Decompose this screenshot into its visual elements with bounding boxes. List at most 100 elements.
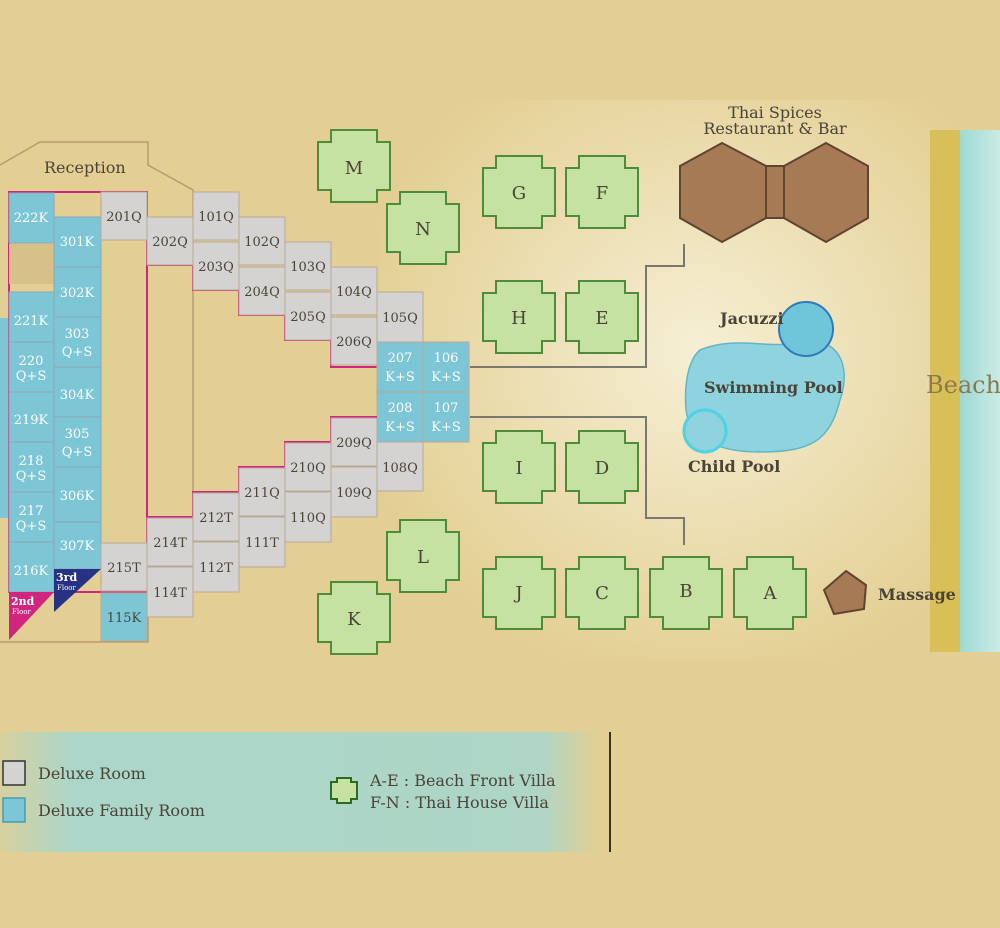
room-203Q[interactable] [192,241,240,291]
villa-H[interactable] [482,280,556,354]
room-101Q[interactable] [192,191,240,241]
room-208[interactable] [376,391,424,443]
room-114T[interactable] [146,566,194,618]
villa-N[interactable] [386,191,460,265]
room-105Q-label: 105Q [382,311,417,326]
path-to-beach-villas [470,416,685,545]
floor-3-marker [54,569,101,612]
room-201Q-label: 201Q [106,210,141,225]
room-204Q[interactable] [238,266,286,316]
restaurant-subtitle: Restaurant & Bar [703,119,847,138]
room-306K-label: 306K [60,489,95,504]
room-214T-label: 214T [153,536,187,551]
massage-sala[interactable] [822,569,868,616]
room-203Q-label: 203Q [198,260,233,275]
room-102Q[interactable] [238,216,286,266]
room-106[interactable] [422,341,470,393]
room-201Q[interactable] [100,191,148,241]
room-104Q[interactable] [330,266,378,316]
room-204Q-label: 204Q [244,285,279,300]
swimming-pool-label: Swimming Pool [704,378,843,397]
room-109Q[interactable] [330,466,378,518]
beach-label: Beach [926,371,1000,399]
room-303-type: Q+S [62,345,92,360]
room-202Q-label: 202Q [152,235,187,250]
villa-B-label: B [679,581,692,602]
restaurant-name: Thai Spices [728,103,822,122]
room-218-type: Q+S [16,469,46,484]
room-205Q[interactable] [284,291,332,341]
floor-3-family-column: 301K 302K 303 Q+S 304K 305 Q+S 306K 307K [53,216,102,570]
room-302K-label: 302K [60,286,95,301]
room-211Q[interactable] [238,467,286,517]
room-202Q[interactable] [146,216,194,266]
room-217-label: 217 [19,504,44,519]
room-304K-label: 304K [60,388,95,403]
child-pool-label: Child Pool [688,457,780,476]
room-214T[interactable] [146,517,194,567]
villa-I[interactable] [482,430,556,504]
villa-F-label: F [596,183,609,204]
room-206Q[interactable] [330,316,378,366]
room-209Q[interactable] [330,417,378,467]
legend-swatch-family [2,797,26,823]
room-221K-label: 221K [14,314,49,329]
villa-A[interactable] [733,556,807,630]
villa-I-label: I [515,458,522,479]
room-106-label: 106 [434,351,459,366]
villa-E[interactable] [565,280,639,354]
room-220-label: 220 [19,354,44,369]
room-304K[interactable] [53,366,102,418]
room-218-label: 218 [19,454,44,469]
floor-3-label: 3rd [56,571,77,584]
path-to-restaurant [470,244,685,368]
room-102Q-label: 102Q [244,235,279,250]
villa-J[interactable] [482,556,556,630]
jacuzzi-label: Jacuzzi [718,309,784,328]
room-111T-label: 111T [245,536,279,551]
beach-sand-strip [930,130,960,652]
villa-M[interactable] [317,129,391,203]
room-210Q-label: 210Q [290,461,325,476]
room-212T[interactable] [192,492,240,542]
room-106-type: K+S [431,370,461,385]
villa-D[interactable] [565,430,639,504]
child-pool[interactable] [682,408,728,454]
reception-label: Reception [44,158,126,177]
reception-building-outline [0,141,194,643]
room-115K[interactable] [100,592,148,642]
room-103Q[interactable] [284,241,332,291]
villa-K-label: K [347,609,361,630]
villa-F[interactable] [565,155,639,229]
floor-2-label: 2nd [11,595,35,608]
room-114T-label: 114T [153,586,187,601]
villa-L[interactable] [386,519,460,593]
room-108Q[interactable] [376,441,424,492]
room-208-label: 208 [388,401,413,416]
room-112T[interactable] [192,541,240,593]
room-216K-label: 216K [14,564,49,579]
legend-villa-ae-label: A-E : Beach Front Villa [369,771,556,790]
room-111T[interactable] [238,516,286,568]
villa-C[interactable] [565,556,639,630]
villa-K[interactable] [317,581,391,655]
room-305[interactable] [53,416,102,468]
villa-B[interactable] [649,556,723,630]
room-217-type: Q+S [16,519,46,534]
legend-villa-fn-label: F-N : Thai House Villa [370,793,549,812]
pool-complex[interactable] [682,301,845,454]
room-205Q-label: 205Q [290,310,325,325]
restaurant-and-bar[interactable] [679,141,869,244]
room-220-type: Q+S [16,369,46,384]
room-301K[interactable] [53,216,102,268]
jacuzzi[interactable] [778,301,834,357]
villa-G-label: G [512,183,526,204]
room-215T[interactable] [100,542,148,592]
room-115K-label: 115K [107,611,142,626]
room-109Q-label: 109Q [336,486,371,501]
room-211Q-label: 211Q [244,486,279,501]
floor-2-sublabel: Floor [12,608,32,616]
villa-G[interactable] [482,155,556,229]
room-107[interactable] [422,391,470,443]
central-family-block: 207 K+S 106 K+S 208 K+S 107 K+S [376,341,470,443]
